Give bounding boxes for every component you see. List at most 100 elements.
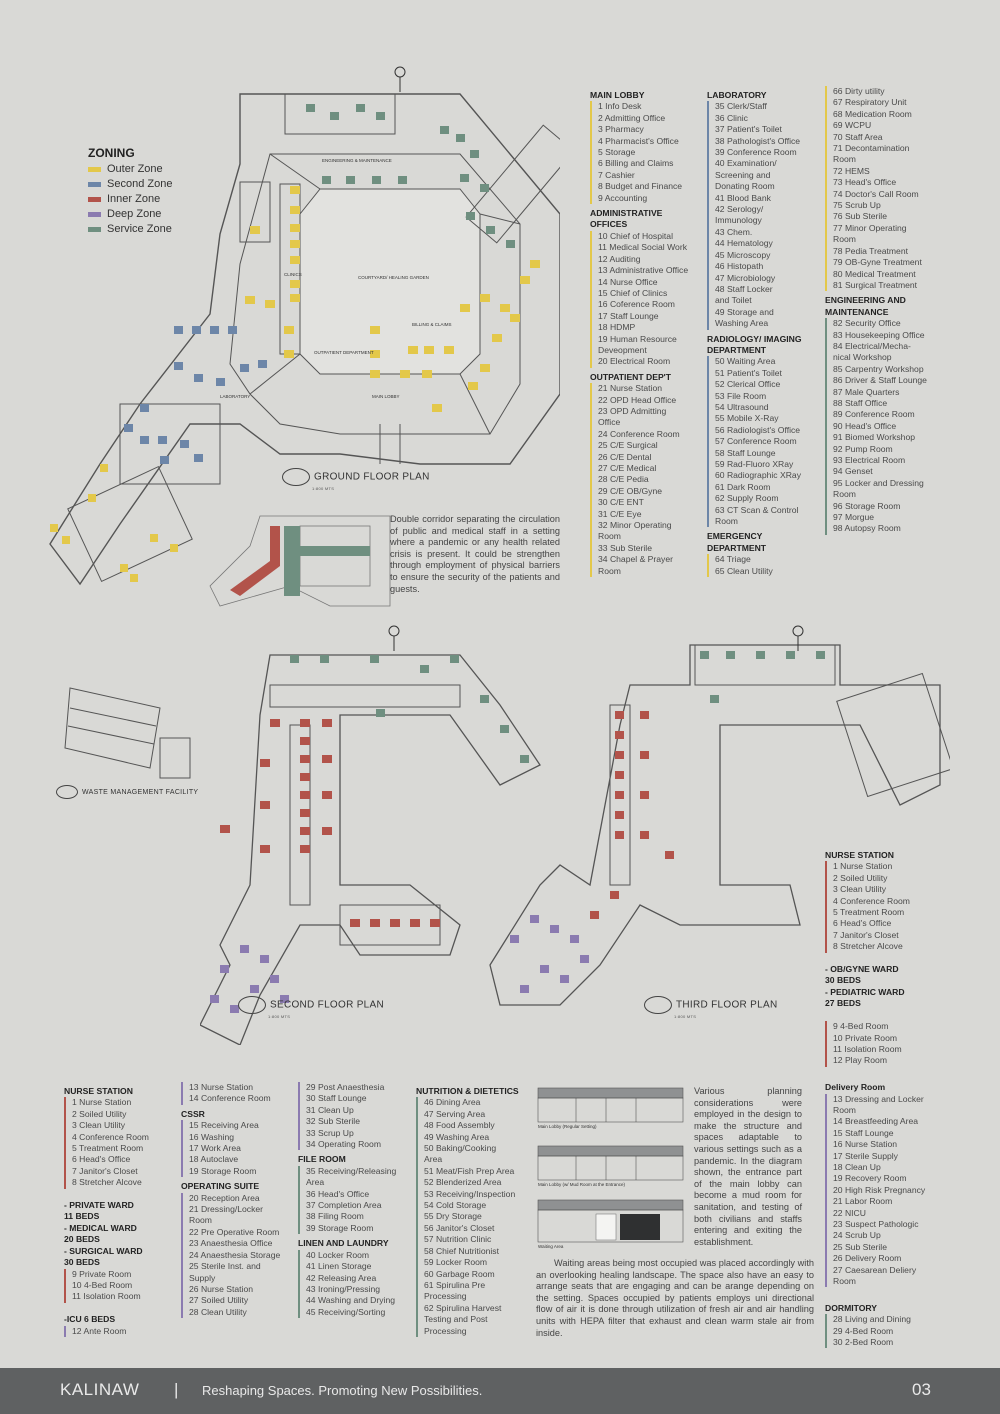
footer-separator: | [174, 1380, 179, 1399]
legend-item: 54 Ultrasound [707, 401, 819, 414]
legend-heading: LINEN AND LAUNDRY [298, 1238, 389, 1249]
legend-item: 1 Nurse Station [64, 1097, 176, 1109]
legend-item: 97 Morgue [825, 512, 955, 524]
legend-item: 29 4-Bed Room [825, 1325, 955, 1338]
legend-item: 12 Auditing [590, 253, 702, 266]
legend-item: and Toilet [707, 295, 819, 307]
legend-item: 44 Washing and Drying [298, 1295, 413, 1307]
legend-item: 9 Private Room [64, 1268, 176, 1280]
legend-item: 59 Rad-Fluoro XRay [707, 459, 819, 471]
legend-item: 61 Dark Room [707, 481, 819, 494]
legend-item: 37 Patient's Toilet [707, 124, 819, 136]
legend-item: 19 Recovery Room [825, 1173, 955, 1185]
legend-item: 27 Caesarean Deliery [825, 1264, 955, 1277]
corridor-sketch [209, 515, 391, 607]
legend-item: 25 Sub Sterile [825, 1241, 955, 1254]
legend-item: 91 Biomed Workshop [825, 432, 955, 444]
legend-item [825, 1067, 955, 1078]
legend-item: 36 Head's Office [298, 1188, 413, 1201]
legend-item: 21 Dressing/Locker [181, 1204, 293, 1216]
legend-heading: RADIOLOGY/ IMAGING DEPARTMENT [707, 333, 802, 355]
legend-heading: OPERATING SUITE [181, 1181, 260, 1192]
legend-item: 4 Pharmacist's Office [590, 135, 702, 148]
legend-item: 43 Ironing/Pressing [298, 1283, 413, 1296]
lab-label: LABORATORY [220, 394, 250, 399]
legend-item: 33 Sub Sterile [590, 542, 702, 555]
legend-item: 75 Scrub Up [825, 200, 955, 212]
legend-item: Washing Area [707, 318, 819, 330]
legend-item [64, 1189, 176, 1200]
second-floor-plan [200, 625, 560, 1045]
legend-item: 40 Examination/ [707, 158, 819, 170]
zone-second: Second Zone [88, 177, 172, 192]
legend-item: 18 Autoclave [181, 1154, 293, 1166]
legend-item: 44 Hematology [707, 238, 819, 250]
legend-item: 45 Microscopy [707, 249, 819, 262]
legend-item: 92 Pump Room [825, 443, 955, 455]
billing-label: BILLING & CLAIMS [412, 322, 452, 327]
legend-item: 24 Anaesthesia Storage [181, 1249, 293, 1262]
legend-item: 36 Clinic [707, 112, 819, 125]
legend-item: 60 Radiographic XRay [707, 470, 819, 482]
legend-item: 11 Isolation Room [825, 1043, 955, 1056]
legend-item: Area [416, 1154, 531, 1166]
legend-item: 27 C/E Medical [590, 463, 702, 475]
legend-item: Room [825, 234, 955, 246]
legend-heading: Delivery Room [825, 1082, 886, 1093]
legend-item: 47 Microbiology [707, 272, 819, 284]
waiting-text: Waiting areas being most occupied was pl… [536, 1258, 814, 1338]
legend-item: 39 Storage Room [298, 1222, 413, 1235]
legend-item: 34 Operating Room [298, 1139, 413, 1151]
legend-item: 31 C/E Eye [590, 508, 702, 521]
legend-item: 57 Conference Room [707, 436, 819, 448]
ward-capacity: 27 BEDS [825, 998, 861, 1009]
legend-item: 3 Pharmacy [590, 124, 702, 136]
legend-heading: MAIN LOBBY [590, 90, 645, 100]
legend-item: 41 Linen Storage [298, 1261, 413, 1273]
legend-item: 6 Billing and Claims [590, 158, 702, 170]
legend-item: 54 Cold Storage [416, 1200, 531, 1212]
legend-heading: ENGINEERING AND MAINTENANCE [825, 295, 906, 317]
second-floor-title: SECOND FLOOR PLAN 1:800 MTS [238, 996, 384, 1019]
legend-item: 65 Clean Utility [707, 565, 819, 578]
legend-heading: FILE ROOM [298, 1154, 346, 1165]
legend-item: Processing [416, 1325, 531, 1337]
legend-item: 10 Private Room [825, 1032, 955, 1044]
legend-item: 10 4-Bed Room [64, 1279, 176, 1292]
legend-item: 93 Electrical Room [825, 455, 955, 467]
legend-item: 84 Electrical/Mecha- [825, 340, 955, 353]
legend-item: 9 Accounting [590, 192, 702, 205]
legend-item [64, 1303, 176, 1314]
legend-item: 78 Pedia Treatment [825, 245, 955, 258]
legend-item: 59 Locker Room [416, 1257, 531, 1269]
legend-item: Room [707, 516, 819, 528]
legend-item: 31 Clean Up [298, 1104, 413, 1117]
legend-item: 21 Labor Room [825, 1196, 955, 1208]
legend-item: Supply [181, 1272, 293, 1284]
ward-capacity: 20 BEDS [64, 1234, 100, 1245]
legend-item: 67 Respiratory Unit [825, 97, 955, 109]
legend-item: 62 Supply Room [707, 493, 819, 505]
legend-item: 69 WCPU [825, 120, 955, 132]
waste-facility-title: WASTE MANAGEMENT FACILITY [56, 785, 198, 799]
legend-item: 41 Blood Bank [707, 192, 819, 205]
legend-item: 98 Autopsy Room [825, 523, 955, 535]
footer-bar: KALINAW | Reshaping Spaces. Promoting Ne… [0, 1368, 1000, 1414]
legend-item: 38 Filing Room [298, 1211, 413, 1223]
legend-item: 26 C/E Dental [590, 451, 702, 463]
legend-item: 7 Cashier [590, 169, 702, 182]
legend-item: 28 Clean Utility [181, 1306, 293, 1319]
legend-item: 29 C/E OB/Gyne [590, 485, 702, 498]
legend-item: 7 Janitor's Closet [64, 1165, 176, 1178]
legend-item: 6 Head's Office [64, 1154, 176, 1166]
legend-heading: DORMITORY [825, 1302, 878, 1313]
legend-item: 11 Isolation Room [64, 1291, 176, 1303]
lobby-sections: Main Lobby (Regular Setting) Main Lobby … [536, 1084, 686, 1254]
legend-item: 23 OPD Admitting [590, 405, 702, 418]
zone-inner: Inner Zone [88, 192, 172, 207]
